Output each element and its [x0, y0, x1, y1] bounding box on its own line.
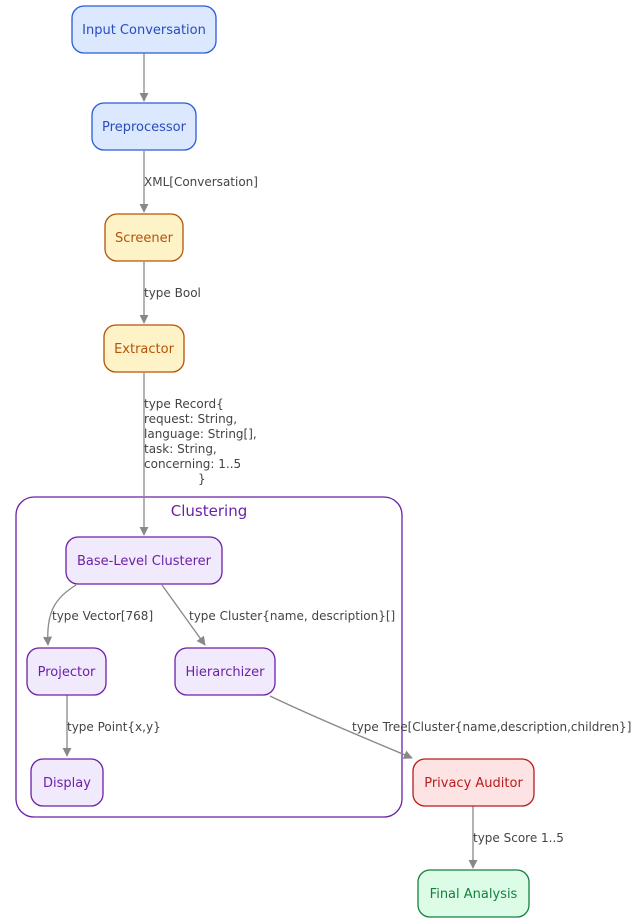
record-type-line-4: task: String,	[144, 442, 217, 456]
edges: XML[Conversation] type Bool type Record{…	[42, 53, 631, 869]
node-projector-label: Projector	[38, 665, 96, 680]
node-extractor[interactable]: Extractor	[103, 324, 185, 373]
node-display-label: Display	[43, 776, 91, 791]
clustering-group-title: Clustering	[171, 502, 247, 520]
node-display[interactable]: Display	[30, 758, 104, 807]
node-hierarchizer-label: Hierarchizer	[186, 665, 266, 680]
node-preprocessor-label: Preprocessor	[102, 120, 187, 135]
record-type-line-6: }	[198, 472, 206, 486]
node-preprocessor[interactable]: Preprocessor	[91, 102, 197, 151]
node-screener[interactable]: Screener	[104, 213, 184, 262]
node-final-analysis-label: Final Analysis	[430, 887, 518, 902]
node-privacy-auditor-label: Privacy Auditor	[424, 776, 523, 791]
edge-label-screener-to-extractor: type Bool	[144, 286, 201, 300]
edge-label-preprocessor-to-screener: XML[Conversation]	[144, 175, 258, 189]
clustering-group: Clustering	[15, 496, 403, 818]
edge-hierarchizer-to-privacy-auditor	[269, 695, 413, 759]
edge-label-projector-to-display: type Point{x,y}	[67, 720, 161, 734]
node-input-conversation-label: Input Conversation	[82, 23, 206, 38]
edge-base-clusterer-to-projector	[42, 584, 77, 646]
record-type-line-5: concerning: 1..5	[144, 457, 241, 471]
edge-base-clusterer-to-hierarchizer	[161, 584, 206, 646]
edge-label-base-clusterer-to-projector: type Vector[768]	[52, 609, 153, 623]
node-hierarchizer[interactable]: Hierarchizer	[174, 647, 276, 696]
record-type-line-3: language: String[],	[144, 427, 257, 441]
node-input-conversation[interactable]: Input Conversation	[71, 5, 217, 54]
node-privacy-auditor[interactable]: Privacy Auditor	[412, 758, 535, 807]
node-final-analysis[interactable]: Final Analysis	[417, 869, 530, 918]
node-projector[interactable]: Projector	[26, 647, 107, 696]
node-base-level-clusterer[interactable]: Base-Level Clusterer	[65, 536, 223, 585]
edge-label-hierarchizer-to-privacy-auditor: type Tree[Cluster{name,description,child…	[352, 720, 631, 734]
node-screener-label: Screener	[115, 231, 174, 246]
nodes: Input Conversation Preprocessor Screener…	[26, 5, 535, 918]
record-type-line-1: type Record{	[144, 397, 224, 411]
edge-label-extractor-to-base-clusterer: type Record{ request: String, language: …	[144, 397, 261, 486]
node-base-level-clusterer-label: Base-Level Clusterer	[77, 554, 212, 569]
edge-label-base-clusterer-to-hierarchizer: type Cluster{name, description}[]	[189, 609, 395, 623]
clustering-group-box	[15, 496, 403, 818]
node-extractor-label: Extractor	[114, 342, 175, 357]
edge-label-privacy-auditor-to-final-analysis: type Score 1..5	[473, 831, 564, 845]
record-type-line-2: request: String,	[144, 412, 237, 426]
